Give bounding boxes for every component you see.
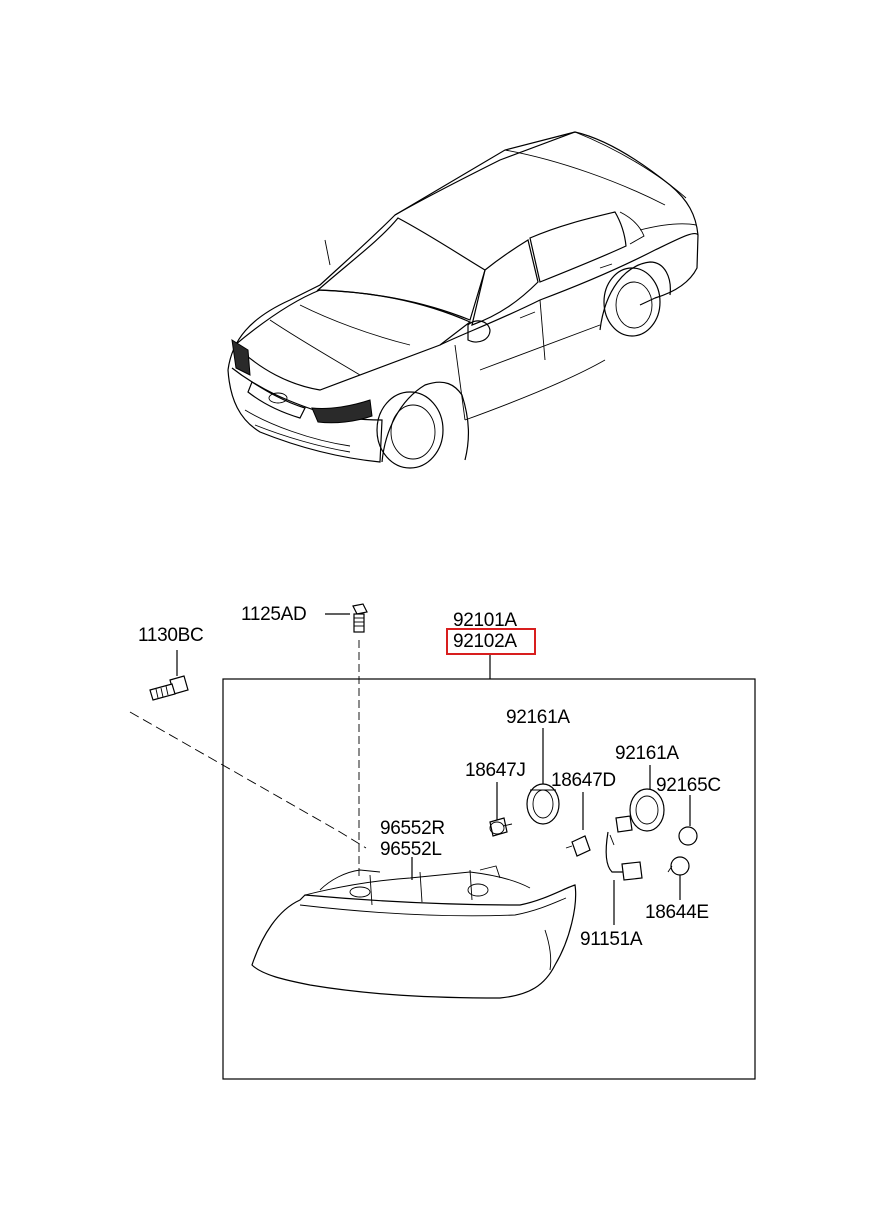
highlight-box: [446, 628, 536, 655]
bulb-18647D: [565, 792, 591, 857]
socket-92161A-right: [629, 765, 665, 832]
label-18647D: 18647D: [551, 770, 616, 791]
label-18647J: 18647J: [465, 760, 526, 781]
socket-92165C: [678, 795, 698, 846]
bolt-1125AD: [325, 603, 368, 633]
bolt-1130BC: [149, 650, 189, 701]
bulb-18644E: [667, 856, 690, 900]
label-92102A[interactable]: 92102A: [453, 631, 517, 652]
label-92165C: 92165C: [656, 775, 721, 796]
label-96552R: 96552R: [380, 818, 445, 839]
label-92101A: 92101A: [453, 610, 517, 631]
socket-92161A-left: [526, 728, 560, 825]
car-illustration: [227, 131, 699, 469]
label-96552L: 96552L: [380, 839, 442, 860]
label-92161A-right: 92161A: [615, 743, 679, 764]
label-18644E: 18644E: [645, 902, 709, 923]
label-1125AD: 1125AD: [241, 604, 307, 625]
wiring-91151A: [605, 815, 643, 925]
headlamp-assembly: [251, 865, 577, 999]
label-92161A-left: 92161A: [506, 707, 570, 728]
bulb-18647J: [489, 782, 513, 837]
assembly-box: [222, 678, 756, 1080]
label-91151A: 91151A: [580, 929, 643, 950]
label-1130BC: 1130BC: [138, 625, 204, 646]
